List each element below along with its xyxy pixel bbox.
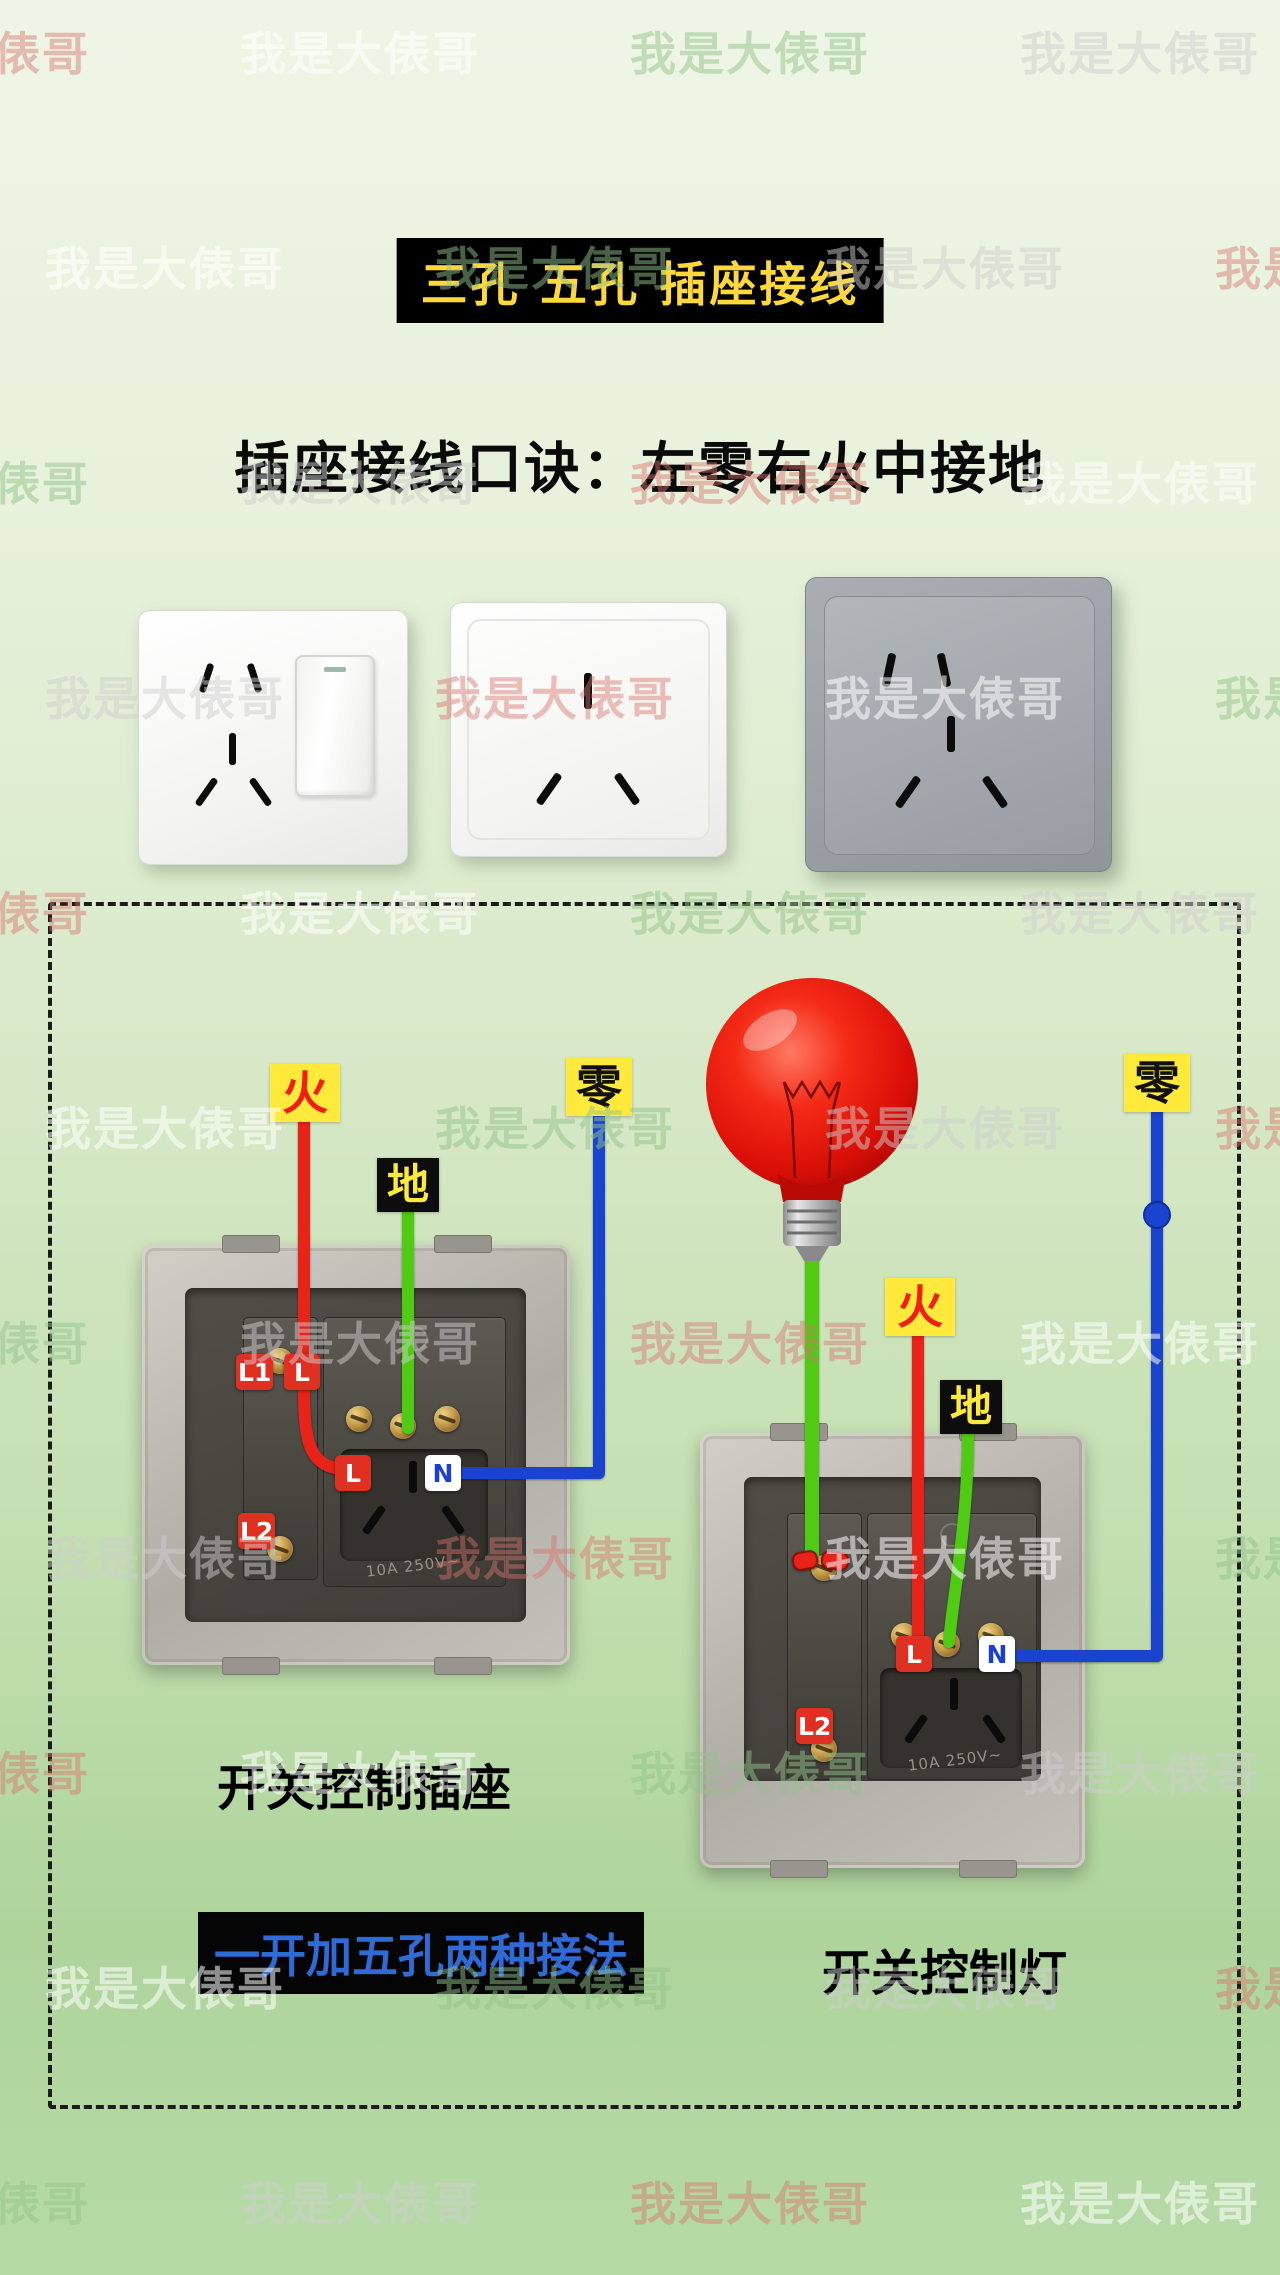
- caption-switch-controls-lamp: 开关控制灯: [822, 1945, 1068, 2002]
- pin-slit: [198, 662, 215, 694]
- badge-two-wiring-methods: 一开加五孔两种接法: [198, 1912, 644, 1994]
- page-title: 三孔 五孔 插座接线: [396, 238, 884, 323]
- watermark-text: 我是大俵哥: [1020, 27, 1260, 81]
- bulb-tip: [795, 1246, 829, 1261]
- watermark-text: 我是大俵哥: [240, 2177, 480, 2231]
- wiring-diagrams-section: 火 地 零 零 火 地 10A 250V~ L1 L: [48, 902, 1241, 2109]
- bulb-base-ridges: [787, 1209, 837, 1235]
- watermark-text: 我是大俵哥: [1215, 672, 1280, 726]
- terminal-label-l2: L2: [238, 1513, 276, 1549]
- mounting-tab: [222, 1235, 280, 1253]
- terminal-label-l1: L1: [236, 1354, 274, 1390]
- terminal-screw: [811, 1555, 837, 1581]
- pin-slit: [950, 1678, 958, 1710]
- terminal-screw: [390, 1413, 416, 1439]
- pin-slit: [248, 776, 273, 808]
- mounting-tab: [959, 1860, 1017, 1878]
- mounting-tab: [434, 1657, 492, 1675]
- socket-faceplate: [824, 596, 1095, 855]
- watermark-text: 我是大俵哥: [630, 2177, 870, 2231]
- bulb-filament: [782, 1081, 842, 1179]
- terminal-label-l-switch: L: [284, 1354, 320, 1390]
- bulb-highlight: [743, 1009, 797, 1051]
- watermark-text: 我是大俵哥: [240, 27, 480, 81]
- ccc-mark-icon: [940, 1523, 964, 1547]
- pin-slit: [947, 716, 955, 752]
- socket-five-hole-gray: [805, 577, 1112, 872]
- pin-slit: [194, 776, 219, 808]
- wiring-mnemonic: 插座接线口诀：左零右火中接地: [234, 437, 1046, 502]
- watermark-text: 我是大俵哥: [0, 27, 90, 81]
- rocker-indicator: [324, 667, 346, 672]
- mounting-tab: [434, 1235, 492, 1253]
- bulb-glass: [706, 978, 918, 1190]
- caption-switch-controls-socket: 开关控制插座: [217, 1760, 512, 1817]
- bulb-filament-coil: [782, 1079, 840, 1100]
- wiring-panel-switch-lamp: 10A 250V~ L N L2: [700, 1423, 1085, 1878]
- terminal-screw: [346, 1406, 372, 1432]
- watermark-text: 我是大俵哥: [0, 2177, 90, 2231]
- ccc-mark-icon: [404, 1327, 428, 1351]
- watermark-text: 我是大俵哥: [1020, 2177, 1260, 2231]
- tag-neutral-right: 零: [1124, 1054, 1190, 1112]
- pin-slit: [229, 733, 236, 765]
- terminal-screw: [934, 1631, 960, 1657]
- mounting-tab: [770, 1860, 828, 1878]
- terminal-label-l-socket: L: [896, 1636, 932, 1672]
- red-light-bulb: [706, 978, 918, 1261]
- socket-faceplate: [467, 619, 710, 840]
- watermark-text: 我是大俵哥: [1215, 242, 1280, 296]
- watermark-text: 我是大俵哥: [45, 242, 285, 296]
- neutral-junction-dot: [1143, 1201, 1171, 1229]
- terminal-label-l2: L2: [796, 1708, 834, 1744]
- tag-live-right: 火: [885, 1278, 955, 1336]
- tag-ground-left: 地: [377, 1158, 440, 1212]
- watermark-text: 我是大俵哥: [630, 27, 870, 81]
- socket-five-hole-with-switch: [138, 610, 408, 865]
- pin-slit: [584, 673, 592, 709]
- tag-neutral-left: 零: [566, 1058, 632, 1116]
- terminal-label-n: N: [979, 1636, 1015, 1672]
- tag-live-left: 火: [270, 1064, 340, 1122]
- pin-slit: [246, 662, 263, 694]
- pin-slit: [409, 1461, 417, 1493]
- mounting-tab: [222, 1657, 280, 1675]
- rocker-switch: [295, 655, 375, 797]
- terminal-screw: [434, 1406, 460, 1432]
- tag-ground-right: 地: [940, 1380, 1003, 1434]
- mounting-tab: [770, 1423, 828, 1441]
- bulb-neck: [778, 1174, 846, 1202]
- wiring-panel-switch-socket: 10A 250V~ L1 L L N L2: [142, 1235, 570, 1675]
- terminal-label-l-socket: L: [335, 1455, 371, 1491]
- terminal-label-n: N: [425, 1455, 461, 1491]
- socket-three-hole: [450, 602, 727, 857]
